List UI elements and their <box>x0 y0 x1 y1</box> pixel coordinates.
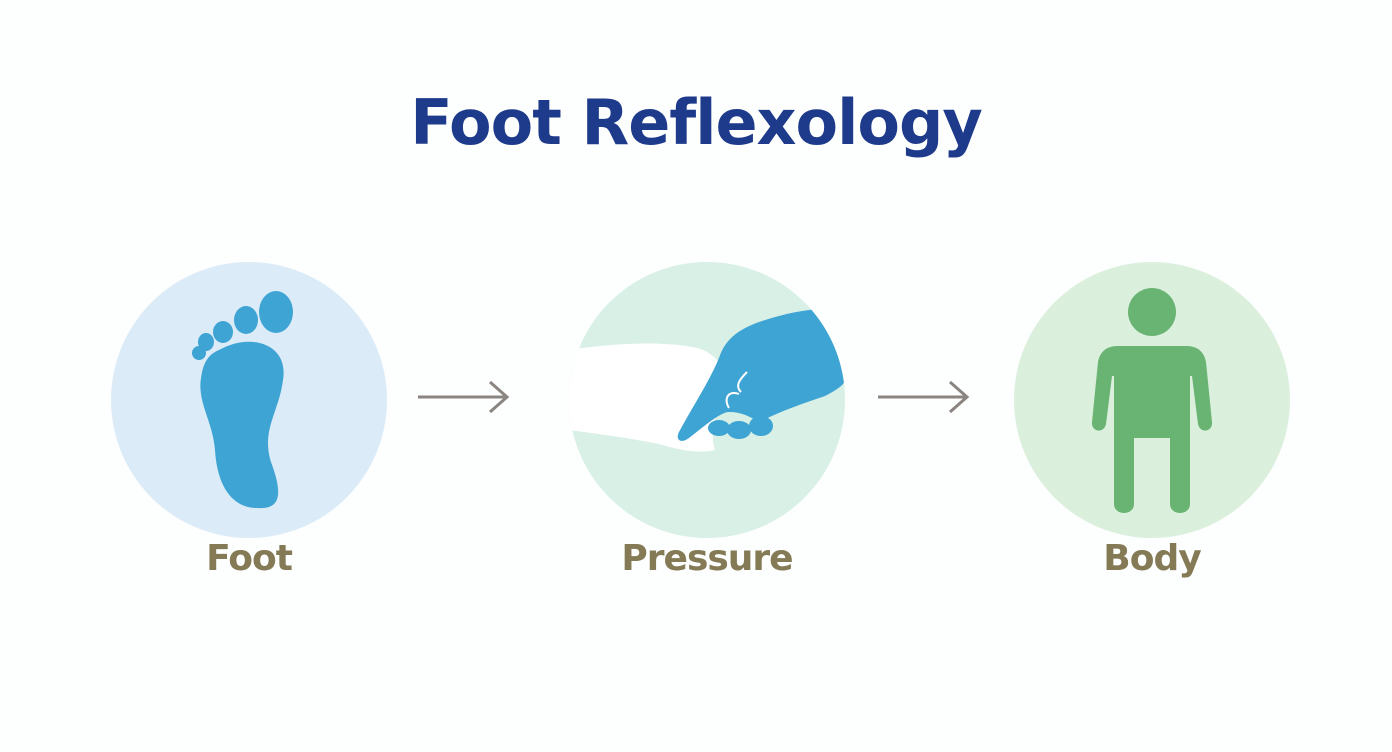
footprint-icon <box>192 291 293 509</box>
foot-circle <box>111 262 387 538</box>
flow-arrow-2 <box>876 377 972 417</box>
arrow-right-icon <box>418 380 510 414</box>
pressing-hand-icon <box>569 308 845 452</box>
arrow-right-icon <box>878 380 970 414</box>
pressure-circle <box>569 262 845 538</box>
flow-arrow-1 <box>416 377 512 417</box>
step-label-body: Body <box>1103 538 1201 579</box>
person-icon <box>1091 288 1213 518</box>
step-label-pressure: Pressure <box>621 538 793 579</box>
page-title: Foot Reflexology <box>410 86 983 159</box>
step-label-foot: Foot <box>206 538 293 579</box>
body-circle <box>1014 262 1290 538</box>
